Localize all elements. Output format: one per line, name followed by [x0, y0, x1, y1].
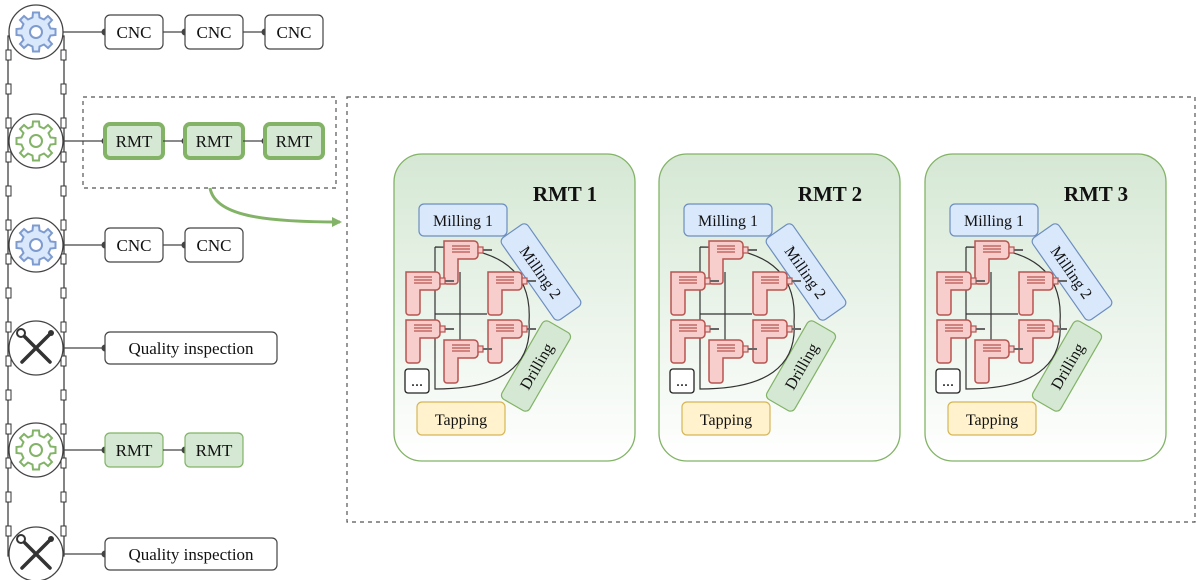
svg-text:Milling 1: Milling 1	[433, 213, 493, 230]
machine-label: RMT	[196, 441, 233, 460]
op-milling-1: Milling 1	[683, 203, 773, 237]
machine-label: RMT	[116, 132, 153, 151]
gear-icon-green	[8, 422, 64, 478]
op-milling-1: Milling 1	[949, 203, 1039, 237]
machine-label: Quality inspection	[128, 339, 254, 358]
machine-label: CNC	[117, 236, 152, 255]
svg-text:Tapping: Tapping	[966, 412, 1018, 429]
machine-label: RMT	[116, 441, 153, 460]
op-drilling: Drilling	[500, 320, 572, 412]
op-tapping: Tapping	[681, 401, 771, 436]
expand-arrow	[208, 187, 342, 227]
stations: CNC CNC CNC RMT RMT RMT CNC CNC Quality inspecti…	[8, 4, 325, 580]
machine-label: CNC	[277, 23, 312, 42]
station-row: CNC CNC	[8, 217, 244, 273]
svg-text:...: ...	[942, 373, 954, 390]
op-tapping: Tapping	[416, 401, 506, 436]
gear-icon-blue	[8, 4, 64, 60]
rmt-title: RMT 1	[533, 182, 597, 206]
svg-text:Tapping: Tapping	[435, 412, 487, 429]
svg-text:Tapping: Tapping	[700, 412, 752, 429]
op-milling-1: Milling 1	[418, 203, 508, 237]
quality-inspection-node[interactable]	[104, 331, 278, 365]
machine-label: RMT	[276, 132, 313, 151]
rmt-title: RMT 3	[1064, 182, 1128, 206]
rmt-machine-node[interactable]	[263, 122, 325, 160]
cnc-machine-node[interactable]	[184, 227, 244, 263]
rmt-highlight-frame	[82, 96, 337, 189]
more-tools-box: ...	[935, 368, 961, 394]
svg-text:...: ...	[411, 373, 423, 390]
gear-icon-blue	[8, 217, 64, 273]
wrench-screwdriver-icon	[8, 320, 64, 376]
station-row: RMT RMT	[8, 422, 244, 478]
tool-tree	[936, 240, 1068, 390]
more-tools-box: ...	[404, 368, 430, 394]
station-row: CNC CNC CNC	[8, 4, 324, 60]
station-row: Quality inspection	[8, 320, 278, 376]
tool-tree	[405, 240, 537, 390]
rmt-title: RMT 2	[798, 182, 862, 206]
tool-tree	[670, 240, 802, 390]
cnc-machine-node[interactable]	[264, 14, 324, 50]
machine-label: CNC	[197, 236, 232, 255]
gear-icon-green	[8, 113, 64, 169]
quality-inspection-node[interactable]	[104, 537, 278, 571]
more-tools-box: ...	[669, 368, 695, 394]
rmt-machine-node[interactable]	[184, 432, 244, 468]
rmt-detail-frame	[346, 96, 1196, 523]
svg-text:...: ...	[676, 373, 688, 390]
station-row: Quality inspection	[8, 526, 278, 580]
machine-label: Quality inspection	[128, 545, 254, 564]
station-row: RMT RMT RMT	[8, 113, 325, 169]
svg-text:Milling 1: Milling 1	[698, 213, 758, 230]
op-milling-2: Milling 2	[1031, 223, 1113, 321]
machine-label: CNC	[197, 23, 232, 42]
svg-text:Milling 1: Milling 1	[964, 213, 1024, 230]
wrench-screwdriver-icon	[8, 526, 64, 580]
machine-label: RMT	[196, 132, 233, 151]
rmt-detail-panels: RMT 1 Milling 1 Milling 2 DrillingTapping..…	[393, 153, 1167, 462]
op-tapping: Tapping	[947, 401, 1037, 436]
machine-label: CNC	[117, 23, 152, 42]
